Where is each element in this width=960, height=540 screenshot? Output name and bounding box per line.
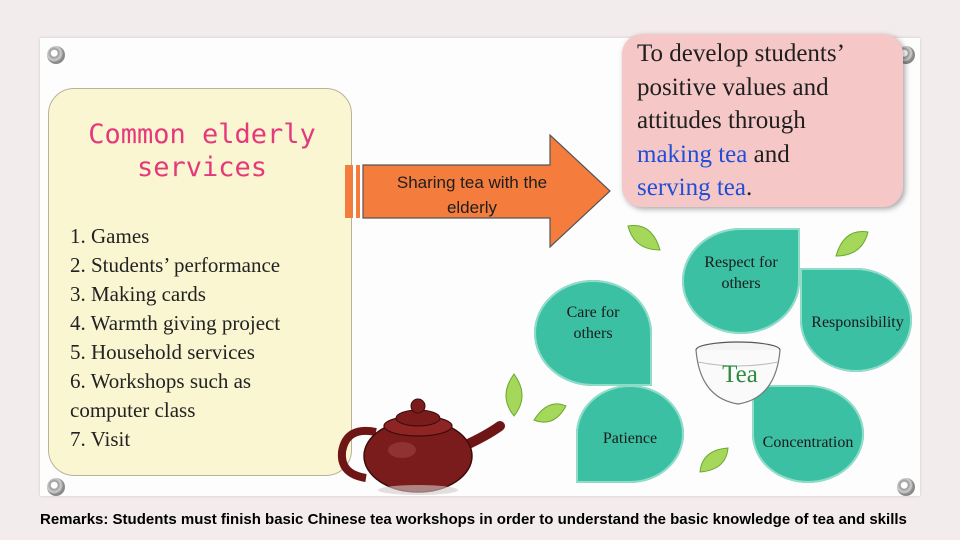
teacup-icon [695, 341, 781, 405]
goal-box [622, 34, 903, 207]
goal-line1: To develop students’ [637, 40, 845, 67]
goal-highlight-1: making tea [637, 140, 748, 168]
leaf-respect-label: Respect for others [682, 252, 800, 294]
patience-text: Patience [602, 430, 658, 447]
list-item: 6. Workshops such as [70, 369, 252, 393]
list-item: 7. Visit [70, 427, 131, 451]
respect-line1: Respect for [704, 254, 778, 271]
goal-text: To develop students’ positive values and… [637, 37, 897, 205]
responsibility-text: Responsibility [811, 314, 904, 331]
list-item: computer class [70, 398, 196, 422]
care-line2: others [573, 325, 613, 342]
arrow-shape [345, 133, 611, 249]
leaf-icon [627, 225, 661, 251]
leaf-care-label: Care for others [534, 302, 652, 344]
pin-icon [47, 478, 65, 496]
services-title-line2: services [136, 152, 268, 183]
goal-mid: and [747, 140, 790, 168]
leaf-responsibility-label: Responsibility [800, 312, 915, 333]
pin-icon [47, 46, 65, 64]
leaf-icon [835, 231, 869, 257]
arrow-label: Sharing tea with the elderly [372, 170, 572, 220]
services-card [48, 88, 352, 476]
concentration-text: Concentration [762, 434, 854, 451]
leaf-icon [505, 373, 523, 417]
goal-line2: positive values and [637, 73, 829, 101]
services-title-line1: Common elderly [88, 119, 316, 150]
leaf-respect [682, 228, 800, 334]
list-item: 1. Games [70, 224, 150, 248]
pin-icon [897, 478, 915, 496]
leaf-patience [576, 385, 684, 483]
tea-label: Tea [722, 361, 758, 388]
services-list: 1. Games 2. Students’ performance 3. Mak… [70, 222, 350, 454]
list-item: 4. Warmth giving project [70, 311, 281, 335]
respect-line2: others [721, 275, 761, 292]
arrow-label-line2: elderly [446, 198, 498, 217]
care-line1: Care for [566, 304, 620, 321]
goal-line5: serving tea. [637, 171, 897, 205]
goal-highlight-2: serving tea [637, 174, 746, 201]
leaf-responsibility [800, 268, 912, 372]
leaf-icon [533, 403, 567, 423]
list-item: 2. Students’ performance [70, 253, 281, 277]
goal-line3: attitudes through [637, 107, 806, 134]
list-item: 5. Household services [70, 340, 255, 364]
remarks-text: Remarks: Students must finish basic Chin… [40, 511, 907, 528]
goal-line4: making tea and [637, 138, 897, 172]
leaf-concentration-label: Concentration [752, 432, 864, 453]
leaf-patience-label: Patience [576, 428, 684, 449]
services-title: Common elderly services [52, 118, 352, 184]
leaf-icon [699, 447, 729, 473]
leaf-concentration [752, 385, 864, 483]
goal-end: . [745, 174, 753, 201]
leaf-care [534, 280, 652, 386]
list-item: 3. Making cards [70, 282, 206, 306]
arrow-label-line1: Sharing tea with the [396, 173, 548, 192]
teapot-image [337, 398, 505, 495]
